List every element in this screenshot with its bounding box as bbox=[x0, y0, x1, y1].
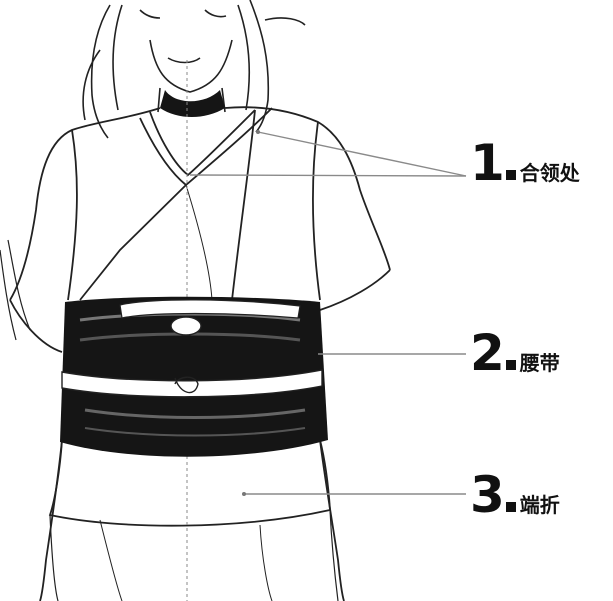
label-2-number: 2 bbox=[470, 324, 505, 382]
label-2-dot bbox=[505, 360, 516, 370]
kimono bbox=[0, 106, 391, 601]
label-1-text: 合领处 bbox=[519, 161, 580, 185]
neck-shadow bbox=[160, 90, 225, 117]
leader-dot-3 bbox=[242, 492, 246, 496]
label-1-number: 1 bbox=[470, 134, 505, 192]
hair bbox=[82, 0, 306, 139]
label-3: 3 端折 bbox=[470, 470, 560, 520]
label-2: 2 腰带 bbox=[470, 328, 560, 378]
label-1: 1 合领处 bbox=[470, 138, 580, 188]
label-1-dot bbox=[505, 170, 516, 180]
label-2-text: 腰带 bbox=[519, 351, 560, 375]
label-3-number: 3 bbox=[470, 466, 505, 524]
label-3-text: 端折 bbox=[519, 493, 560, 517]
label-3-dot bbox=[505, 502, 516, 512]
leader-dot-1 bbox=[256, 130, 260, 134]
leader-lines bbox=[189, 131, 467, 495]
obi-belt bbox=[60, 296, 328, 457]
